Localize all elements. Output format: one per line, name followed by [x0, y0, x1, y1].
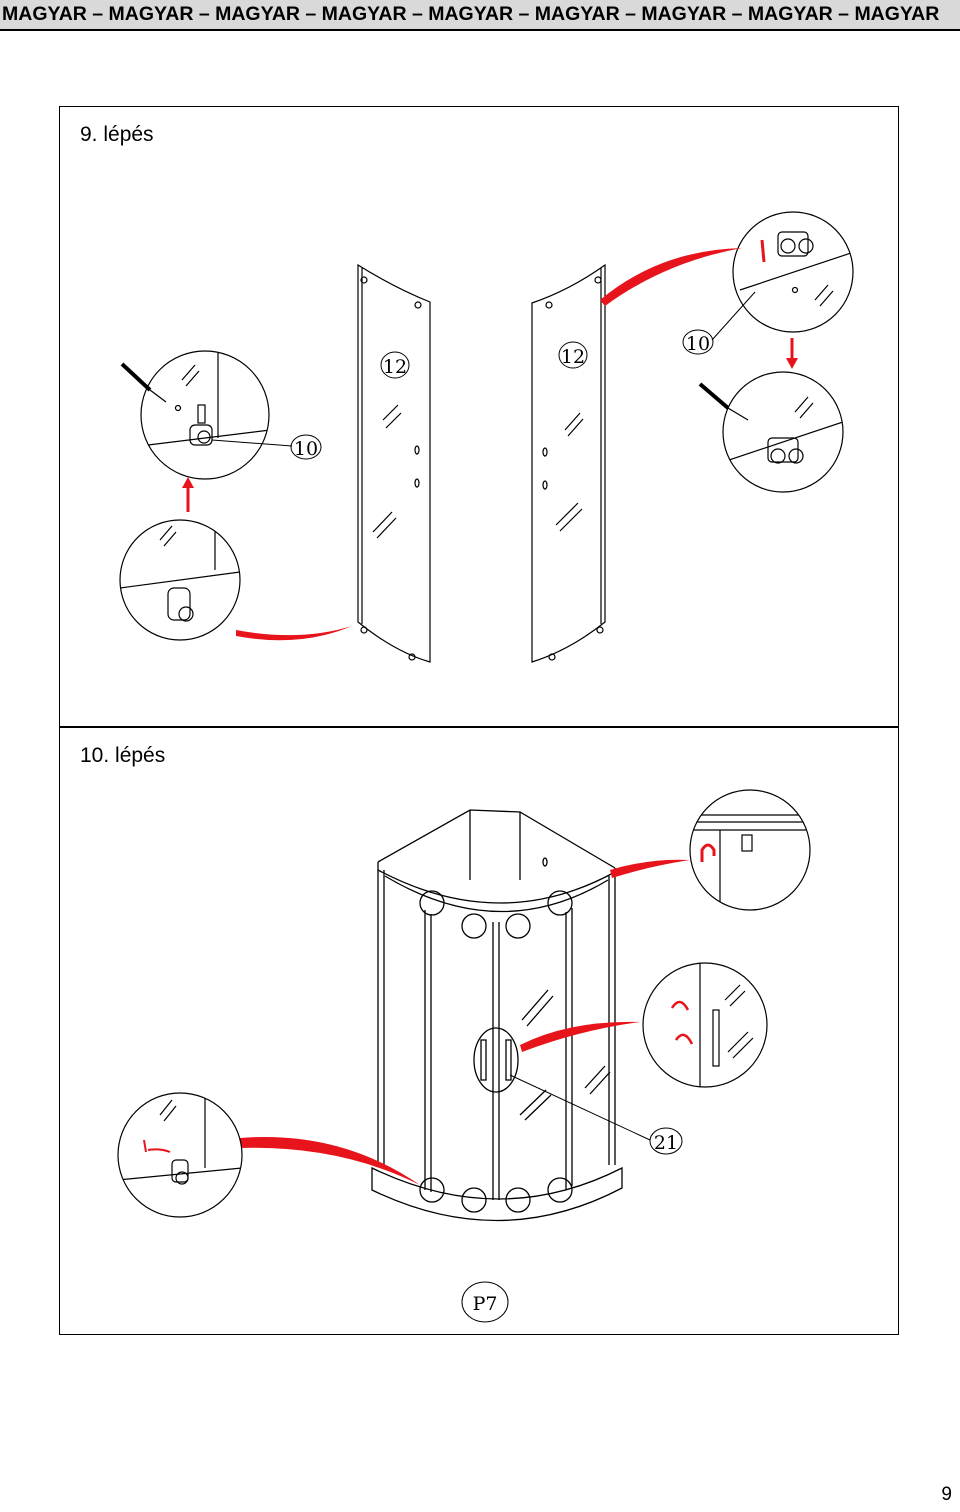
part-callout-10-right: 10: [682, 291, 756, 355]
down-arrow-icon: [786, 338, 798, 369]
part-callout-p7: P7: [461, 1281, 509, 1323]
detail-circle-lower-roller-screw: [120, 350, 270, 480]
step-divider: [59, 726, 899, 728]
step-10-title: 10. lépés: [80, 744, 166, 767]
part-callout-12-right: 12: [558, 341, 588, 369]
header-bar: MAGYAR – MAGYAR – MAGYAR – MAGYAR – MAGY…: [0, 0, 960, 30]
header-underline: [0, 29, 960, 31]
page-number: 9: [941, 1484, 952, 1505]
glass-panel-left: [357, 263, 431, 663]
svg-text:P7: P7: [473, 1293, 498, 1315]
detail-circle-top-roller: [732, 211, 854, 333]
svg-text:12: 12: [383, 356, 407, 378]
svg-text:21: 21: [654, 1132, 678, 1154]
up-arrow-icon: [182, 477, 194, 512]
detail-circle-header-rail: [689, 789, 811, 911]
step-9-title: 9. lépés: [80, 123, 154, 146]
red-arrow-base: [240, 1136, 420, 1185]
svg-text:10: 10: [294, 438, 318, 460]
part-callout-12-left: 12: [380, 351, 410, 379]
glass-panel-right: [531, 263, 606, 663]
svg-text:12: 12: [561, 346, 585, 368]
detail-circle-lower-roller: [119, 519, 241, 641]
red-arrow-header-rail: [610, 859, 690, 878]
part-callout-10-left: 10: [211, 434, 322, 460]
detail-circle-base-stopper: [117, 1092, 243, 1218]
svg-text:10: 10: [686, 333, 710, 355]
part-callout-21: 21: [509, 1074, 683, 1155]
red-arrow-handle: [520, 1021, 640, 1052]
red-arrow-top: [600, 248, 742, 306]
header-language-label: MAGYAR – MAGYAR – MAGYAR – MAGYAR – MAGY…: [2, 3, 940, 25]
detail-circle-handle: [642, 962, 768, 1088]
red-arrow-lower: [236, 626, 352, 641]
detail-circle-top-roller-screw: [698, 371, 844, 493]
shower-enclosure: [371, 809, 623, 1222]
instruction-frame: [59, 106, 899, 1335]
